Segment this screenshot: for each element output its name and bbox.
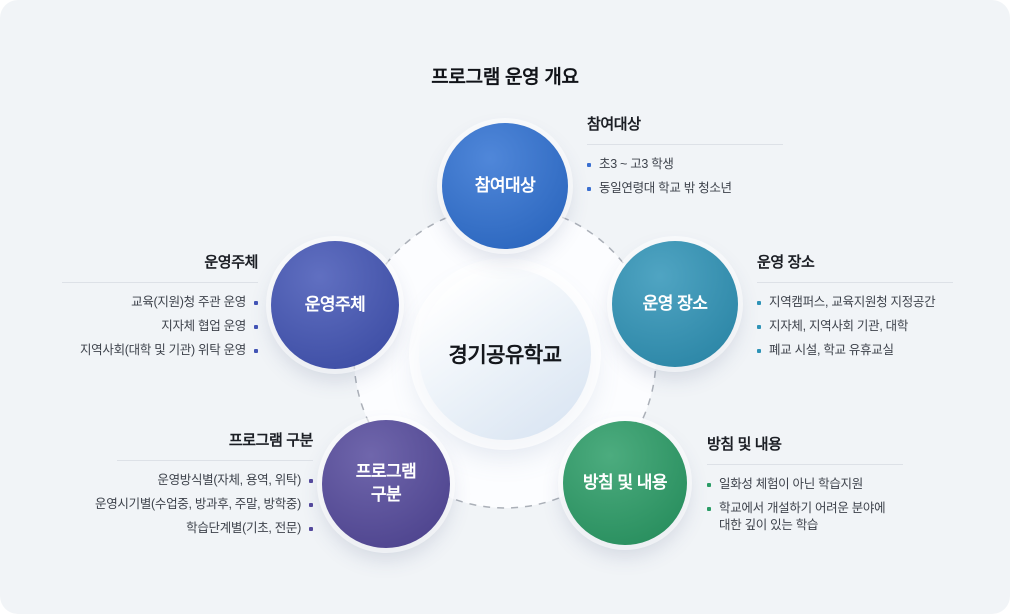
- list-item: 동일연령대 학교 밖 청소년: [587, 180, 797, 197]
- list-item: 학교에서 개설하기 어려운 분야에 대한 깊이 있는 학습: [707, 500, 922, 534]
- bullet-dot: [707, 507, 711, 511]
- bullet-dot: [254, 301, 258, 305]
- section-host: 운영주체 교육(지원)청 주관 운영 지자체 협업 운영 지역사회(대학 및 기…: [18, 254, 258, 366]
- section-divider: [117, 460, 313, 461]
- node-participants: 참여대상: [442, 123, 568, 249]
- node-host-label: 운영주체: [304, 294, 366, 314]
- section-participants-list: 초3 ~ 고3 학생 동일연령대 학교 밖 청소년: [587, 156, 797, 197]
- node-venue: 운영 장소: [612, 241, 738, 367]
- list-item: 지자체 협업 운영: [18, 318, 258, 335]
- node-venue-label: 운영 장소: [642, 293, 708, 313]
- bullet-dot: [707, 483, 711, 487]
- page-title: 프로그램 운영 개요: [431, 67, 579, 88]
- section-divider: [587, 144, 783, 145]
- bullet-dot: [309, 479, 313, 483]
- section-host-heading: 운영주체: [204, 254, 258, 271]
- list-item: 지역사회(대학 및 기관) 위탁 운영: [18, 342, 258, 359]
- list-item: 지역캠퍼스, 교육지원청 지정공간: [757, 294, 967, 311]
- section-category-heading: 프로그램 구분: [228, 432, 314, 449]
- section-category: 프로그램 구분 운영방식별(자체, 용역, 위탁) 운영시기별(수업중, 방과후…: [51, 432, 313, 544]
- section-category-list: 운영방식별(자체, 용역, 위탁) 운영시기별(수업중, 방과후, 주말, 방학…: [51, 472, 313, 537]
- list-item: 운영방식별(자체, 용역, 위탁): [51, 472, 313, 489]
- node-category: 프로그램 구분: [322, 420, 450, 548]
- bullet-dot: [587, 187, 591, 191]
- node-category-label: 프로그램 구분: [355, 462, 417, 504]
- section-participants: 참여대상 초3 ~ 고3 학생 동일연령대 학교 밖 청소년: [587, 116, 797, 204]
- list-item: 폐교 시설, 학교 유휴교실: [757, 342, 967, 359]
- node-policy: 방침 및 내용: [563, 421, 687, 545]
- bullet-dot: [309, 503, 313, 507]
- section-venue-heading: 운영 장소: [757, 254, 815, 271]
- bullet-dot: [254, 349, 258, 353]
- section-policy: 방침 및 내용 일화성 체험이 아닌 학습지원 학교에서 개설하기 어려운 분야…: [707, 436, 922, 541]
- node-policy-label: 방침 및 내용: [582, 472, 668, 492]
- section-participants-heading: 참여대상: [587, 116, 641, 133]
- list-item: 운영시기별(수업중, 방과후, 주말, 방학중): [51, 496, 313, 513]
- list-item: 교육(지원)청 주관 운영: [18, 294, 258, 311]
- section-venue: 운영 장소 지역캠퍼스, 교육지원청 지정공간 지자체, 지역사회 기관, 대학…: [757, 254, 967, 366]
- list-item: 학습단계별(기초, 전문): [51, 520, 313, 537]
- node-host: 운영주체: [271, 241, 399, 369]
- bullet-dot: [254, 325, 258, 329]
- section-venue-list: 지역캠퍼스, 교육지원청 지정공간 지자체, 지역사회 기관, 대학 폐교 시설…: [757, 294, 967, 359]
- list-item: 지자체, 지역사회 기관, 대학: [757, 318, 967, 335]
- center-node: 경기공유학교: [419, 268, 591, 440]
- bullet-dot: [757, 325, 761, 329]
- list-item: 일화성 체험이 아닌 학습지원: [707, 476, 922, 493]
- center-node-label: 경기공유학교: [448, 344, 562, 367]
- section-divider: [62, 282, 258, 283]
- section-policy-heading: 방침 및 내용: [707, 436, 782, 453]
- section-policy-list: 일화성 체험이 아닌 학습지원 학교에서 개설하기 어려운 분야에 대한 깊이 …: [707, 476, 922, 534]
- section-host-list: 교육(지원)청 주관 운영 지자체 협업 운영 지역사회(대학 및 기관) 위탁…: [18, 294, 258, 359]
- section-divider: [757, 282, 953, 283]
- bullet-dot: [757, 349, 761, 353]
- list-item: 초3 ~ 고3 학생: [587, 156, 797, 173]
- bullet-dot: [587, 163, 591, 167]
- bullet-dot: [757, 301, 761, 305]
- node-participants-label: 참여대상: [474, 175, 536, 195]
- section-divider: [707, 464, 903, 465]
- bullet-dot: [309, 527, 313, 531]
